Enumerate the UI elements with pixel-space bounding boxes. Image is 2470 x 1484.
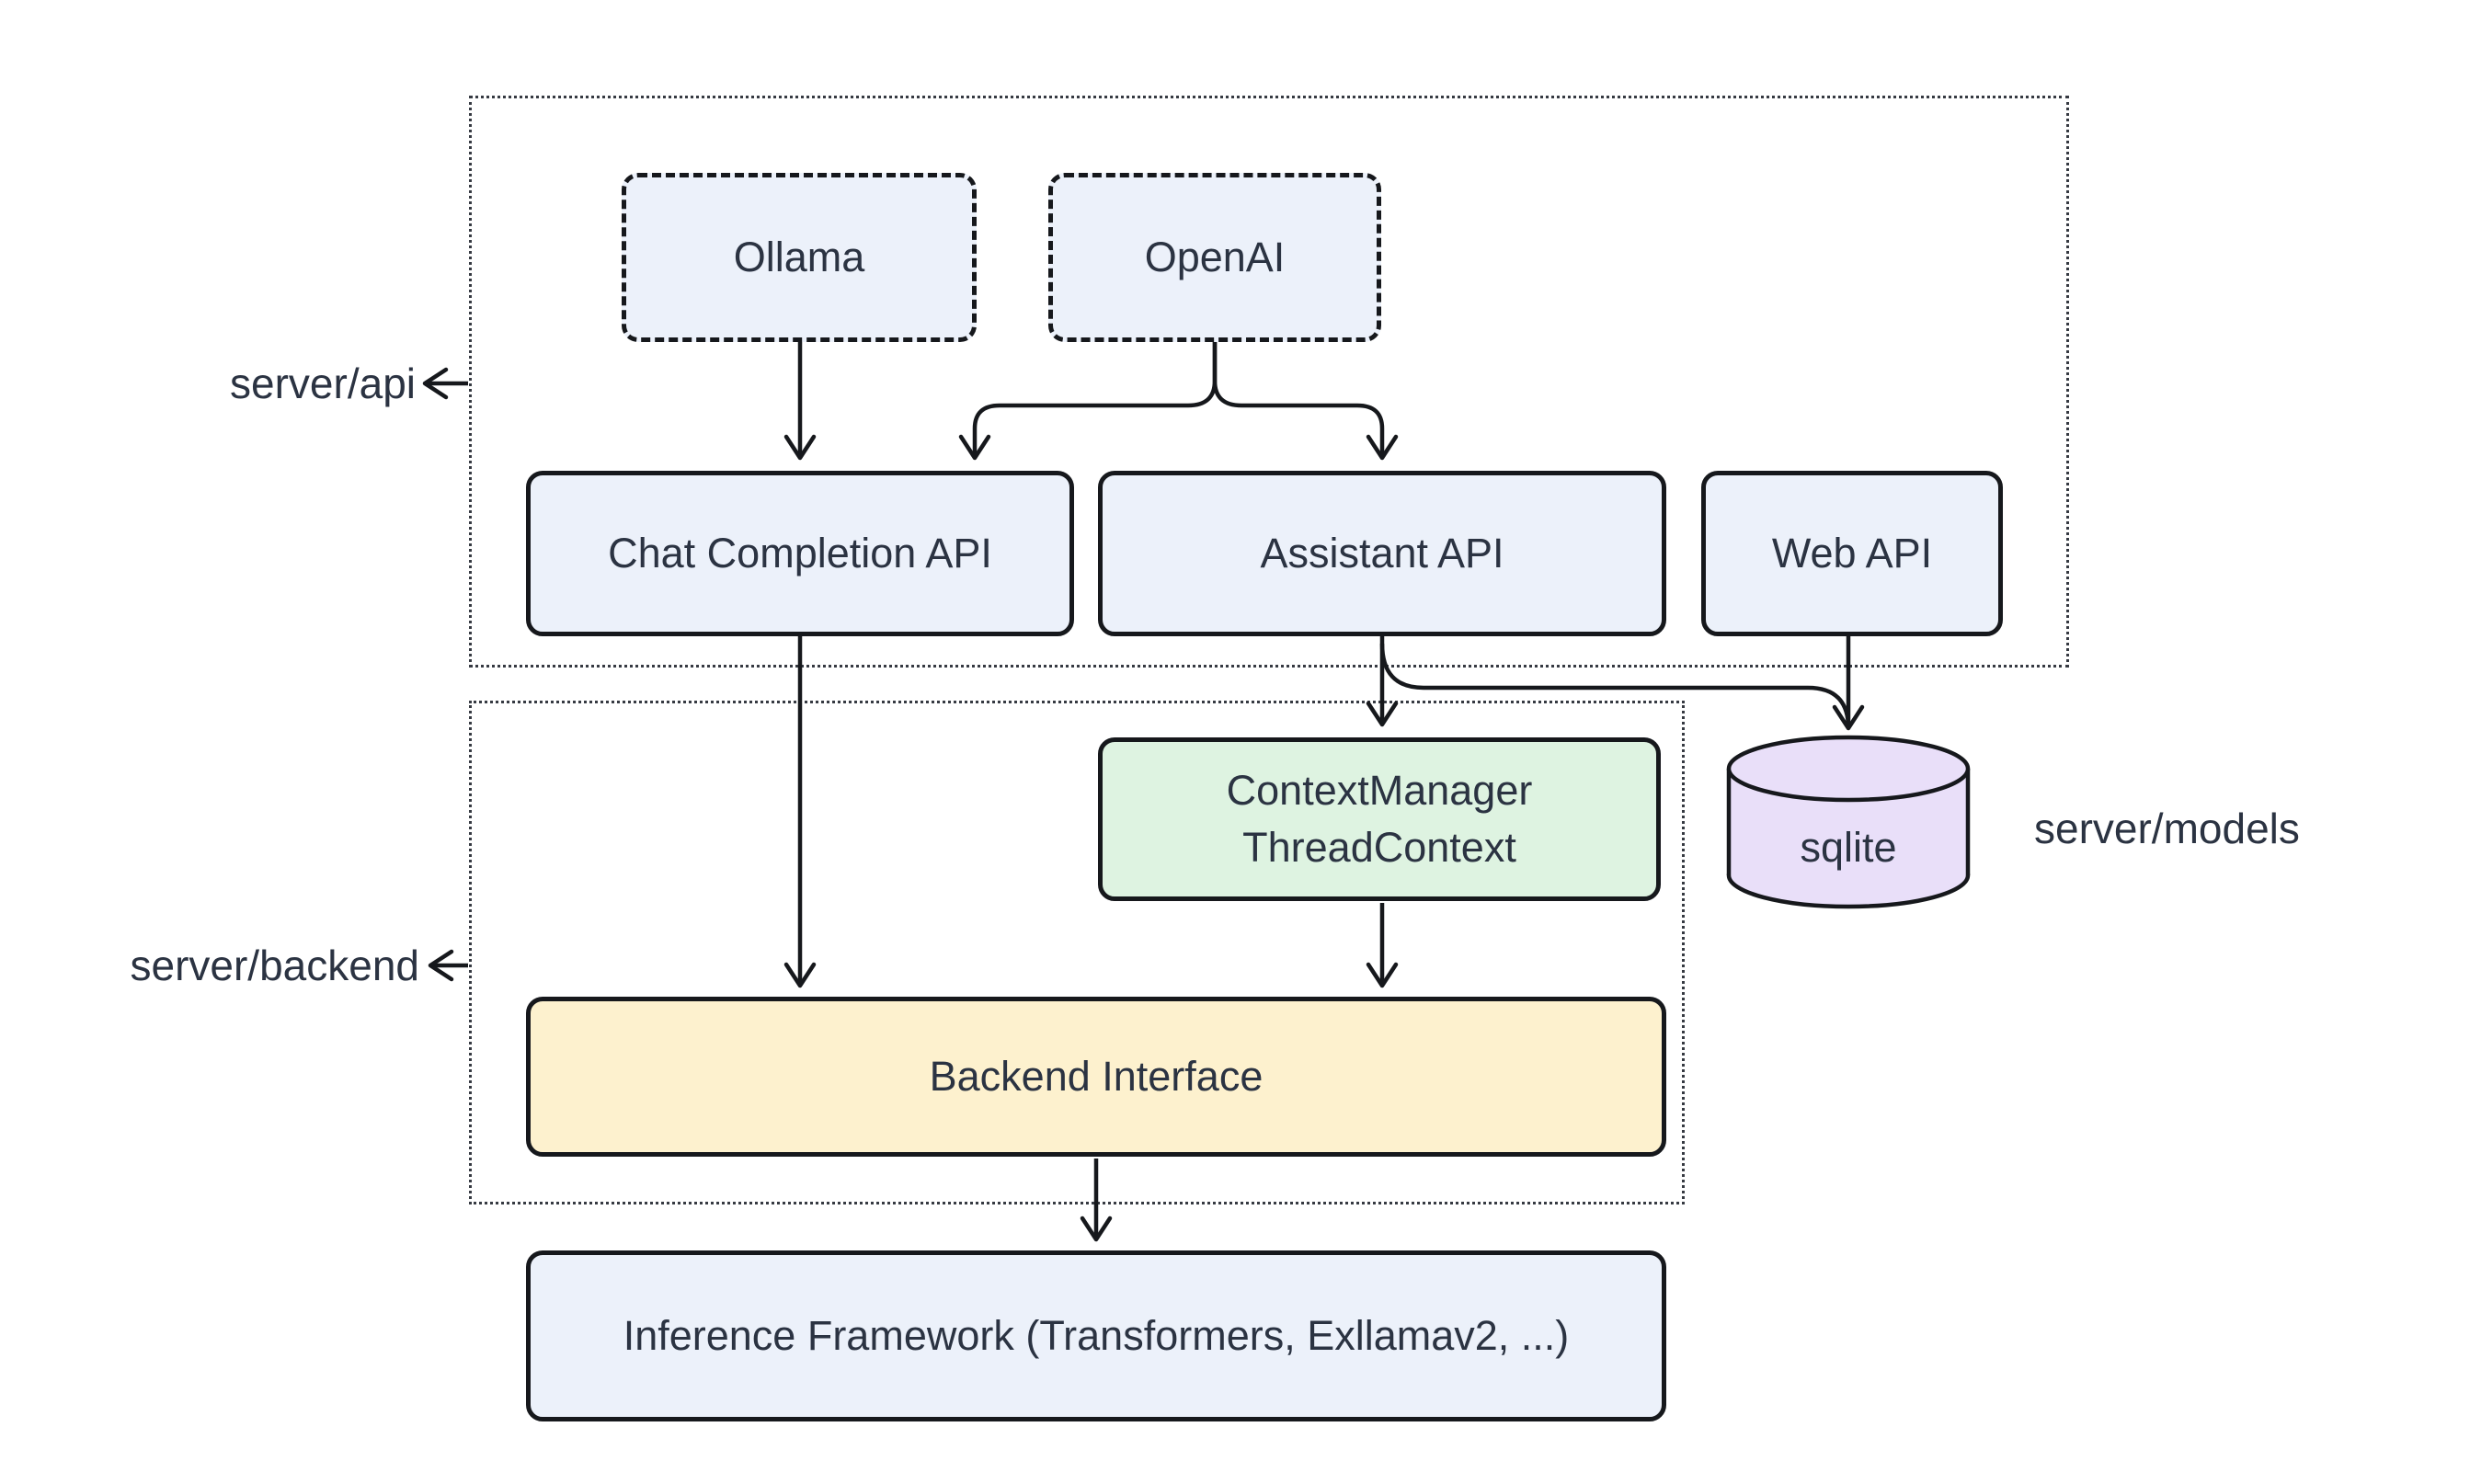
node-web-api: Web API	[1701, 471, 2003, 636]
node-openai-label: OpenAI	[1144, 233, 1286, 280]
node-context-manager-line1: ContextManager	[1226, 766, 1533, 814]
node-openai: OpenAI	[1048, 173, 1381, 342]
edge-openai-to-chat-completion	[958, 342, 1218, 461]
edge-assistant-to-sqlite	[1379, 643, 1851, 729]
edge-openai-to-assistant	[1212, 342, 1399, 461]
server-api-label: server/api	[230, 360, 416, 407]
node-sqlite-label: sqlite	[1800, 824, 1897, 871]
node-backend-interface-label: Backend Interface	[929, 1052, 1264, 1100]
server-backend-label: server/backend	[130, 942, 420, 989]
node-context-manager: ContextManager ThreadContext	[1098, 737, 1661, 901]
node-assistant-api: Assistant API	[1098, 471, 1666, 636]
node-inference-framework-label: Inference Framework (Transformers, Exlla…	[623, 1311, 1570, 1359]
node-chat-completion-api: Chat Completion API	[526, 471, 1074, 636]
node-web-api-label: Web API	[1771, 529, 1933, 576]
server-models-label: server/models	[2034, 805, 2300, 852]
node-chat-completion-api-label: Chat Completion API	[608, 529, 992, 576]
node-ollama: Ollama	[622, 173, 977, 342]
sqlite-cylinder	[1726, 735, 1971, 909]
node-ollama-label: Ollama	[733, 233, 865, 280]
node-inference-framework: Inference Framework (Transformers, Exlla…	[526, 1250, 1666, 1421]
server-api-container	[469, 96, 2069, 668]
node-assistant-api-label: Assistant API	[1260, 529, 1504, 576]
server-backend-container	[469, 701, 1685, 1204]
node-context-manager-line2: ThreadContext	[1242, 824, 1516, 871]
node-backend-interface: Backend Interface	[526, 997, 1666, 1157]
